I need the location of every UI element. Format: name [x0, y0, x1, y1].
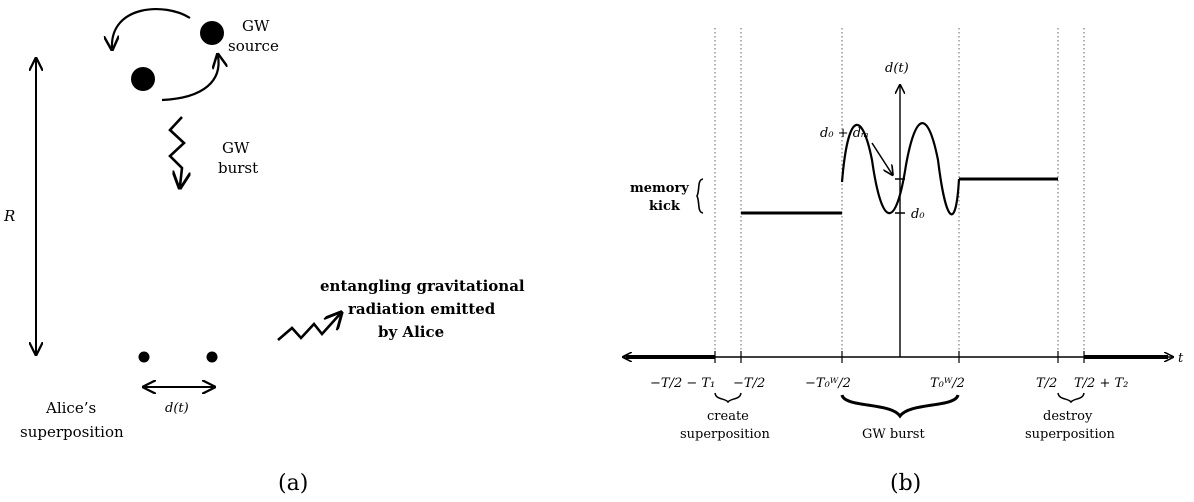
burst-label-line1: GW	[222, 139, 250, 157]
signal-oscillation	[840, 122, 961, 216]
panel-b: d(t) t d₀ d₀ + dₘ memory kick −T/2 − T₁ …	[624, 28, 1184, 496]
brace-create	[714, 392, 742, 404]
memory-kick-brace	[696, 178, 704, 214]
brace-burst	[840, 394, 960, 419]
tick-label-burst-start: −T₀ᵂ/2	[805, 376, 851, 391]
tick-label-destroy-start: T/2	[1036, 376, 1057, 391]
radiation-label-line3: by Alice	[378, 323, 444, 341]
base-level-label: d₀	[911, 207, 925, 222]
alice-particle-left	[138, 351, 150, 363]
brace-create-line2: superposition	[680, 427, 770, 442]
memory-kick-line1: memory	[630, 181, 689, 196]
tick-label-destroy-end: T/2 + T₂	[1074, 376, 1128, 391]
memory-kick-line2: kick	[649, 199, 681, 214]
alice-particle-right	[206, 351, 218, 363]
tick-label-create-end: −T/2	[733, 376, 765, 391]
burst-squiggle-arrow	[168, 116, 184, 186]
tick-label-create-start: −T/2 − T₁	[650, 376, 715, 391]
source-label-line1: GW	[242, 17, 270, 35]
orbit-arrow-top	[112, 8, 191, 48]
source-mass-1	[200, 21, 224, 45]
separation-label: d(t)	[165, 401, 189, 416]
peak-level-label: d₀ + dₘ	[820, 126, 869, 141]
panel-a-caption: (a)	[278, 471, 308, 496]
brace-destroy-line1: destroy	[1043, 409, 1093, 424]
distance-label: R	[3, 207, 15, 225]
panel-a: GW source GW burst R d(t) Alice’s superp…	[3, 8, 525, 496]
alice-label-line2: superposition	[20, 423, 124, 441]
brace-destroy-line2: superposition	[1025, 427, 1115, 442]
brace-burst-label: GW burst	[862, 427, 925, 442]
panel-b-caption: (b)	[890, 471, 921, 496]
radiation-label-line2: radiation emitted	[348, 300, 496, 318]
orbit-arrow-bottom	[161, 56, 219, 102]
brace-create-line1: create	[707, 409, 749, 424]
radiation-squiggle-arrow	[277, 314, 340, 341]
brace-destroy	[1057, 392, 1085, 404]
source-mass-2	[131, 67, 155, 91]
peak-level-pointer	[871, 142, 892, 174]
alice-label-line1: Alice’s	[45, 399, 96, 417]
burst-label-line2: burst	[218, 159, 258, 177]
x-axis-label: t	[1178, 351, 1184, 366]
radiation-label-line1: entangling gravitational	[320, 277, 525, 295]
tick-label-burst-end: T₀ᵂ/2	[930, 376, 965, 391]
y-axis-label: d(t)	[885, 61, 909, 76]
source-label-line2: source	[228, 37, 279, 55]
